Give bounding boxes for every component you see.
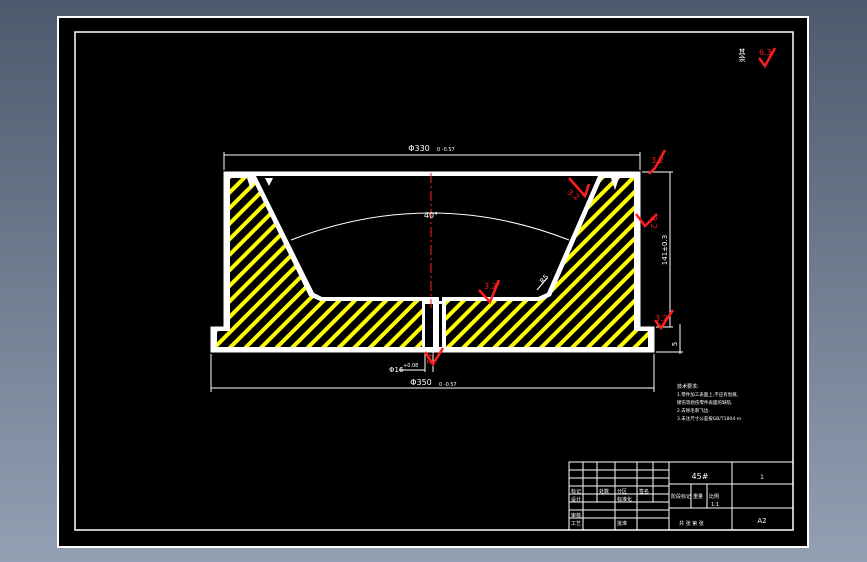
label-design: 设计 xyxy=(571,496,581,503)
label-standardize: 标准化 xyxy=(617,496,632,503)
notes-title: 技术要求: xyxy=(677,383,699,390)
note-line: 擦伤等损伤零件表面的缺陷. xyxy=(677,399,732,406)
label-review: 审核 xyxy=(571,512,581,519)
roughness-mark-step: 3.2 xyxy=(654,309,675,331)
svg-text:3.2: 3.2 xyxy=(651,156,664,165)
svg-text:3.2: 3.2 xyxy=(655,314,668,323)
radius-leader xyxy=(536,277,548,291)
drawing-viewport[interactable]: 40° Φ330 0 -0.57 Φ350 0 -0.57 Φ16 +0.08 … xyxy=(57,16,809,548)
note-line: 3.未注尺寸公差按GB/T1804-m xyxy=(677,415,741,422)
rest-roughness: 其余 6.3 xyxy=(738,47,777,69)
label-sheets: 共 张 第 张 xyxy=(679,520,704,527)
bottom-diameter-tolerance: 0 -0.57 xyxy=(439,382,457,388)
label-zone: 分区 xyxy=(617,488,627,495)
svg-text:3.2: 3.2 xyxy=(649,216,658,229)
part-section xyxy=(210,171,655,353)
label-approve: 批准 xyxy=(617,520,627,527)
label-mark: 标记 xyxy=(571,488,581,495)
roughness-mark-bottom: 3.2 xyxy=(478,279,501,305)
roughness-mark-hole: 3.2 xyxy=(423,347,445,367)
cad-drawing: 40° Φ330 0 -0.57 Φ350 0 -0.57 Φ16 +0.08 … xyxy=(74,31,794,531)
top-diameter-label: Φ330 xyxy=(408,144,430,153)
rest-roughness-value: 6.3 xyxy=(759,48,772,57)
scale-label: 1:1 xyxy=(711,502,719,508)
roughness-mark-top-right: 3.2 xyxy=(648,149,667,175)
count-label: 1 xyxy=(760,474,764,481)
roughness-marks: 3.2 3.2 3.2 3.2 3.2 3.2 xyxy=(423,149,675,367)
roughness-mark-side: 3.2 xyxy=(635,213,658,229)
bottom-diameter-dimension: Φ350 0 -0.57 xyxy=(210,354,655,392)
label-stage-mark: 阶段标记 xyxy=(671,493,691,500)
label-ratio: 比例 xyxy=(709,493,719,500)
step-label: 5 xyxy=(671,342,679,346)
label-qty: 处数 xyxy=(599,488,609,495)
note-line: 1.零件加工表面上,不应有划痕, xyxy=(677,391,738,398)
note-line: 2.去除毛刺飞边. xyxy=(677,407,710,414)
bottom-diameter-label: Φ350 xyxy=(410,378,432,387)
material-label: 45# xyxy=(692,472,709,481)
top-diameter-dimension: Φ330 0 -0.57 xyxy=(223,144,641,170)
svg-text:3.2: 3.2 xyxy=(425,352,434,365)
center-hole-tolerance: +0.08 xyxy=(403,363,418,369)
rest-roughness-label: 其余 xyxy=(738,48,746,63)
height-label: 141±0.3 xyxy=(661,235,669,265)
svg-text:3.2: 3.2 xyxy=(484,282,497,291)
label-process: 工艺 xyxy=(571,521,581,527)
technical-notes: 技术要求: 1.零件加工表面上,不应有划痕, 擦伤等损伤零件表面的缺陷. 2.去… xyxy=(677,383,741,422)
angle-label: 40° xyxy=(424,211,438,220)
label-sign: 签名 xyxy=(639,488,649,495)
sheet-size-label: A2 xyxy=(757,517,766,525)
top-diameter-tolerance: 0 -0.57 xyxy=(437,147,455,153)
angle-arc xyxy=(290,212,570,241)
step-dimension: 5 xyxy=(656,324,683,354)
drawing-frame xyxy=(74,31,794,531)
title-block xyxy=(568,461,794,531)
center-hole-label: Φ16 xyxy=(389,366,404,374)
height-dimension: 141±0.3 xyxy=(642,171,673,328)
label-weight: 重量 xyxy=(693,493,703,500)
